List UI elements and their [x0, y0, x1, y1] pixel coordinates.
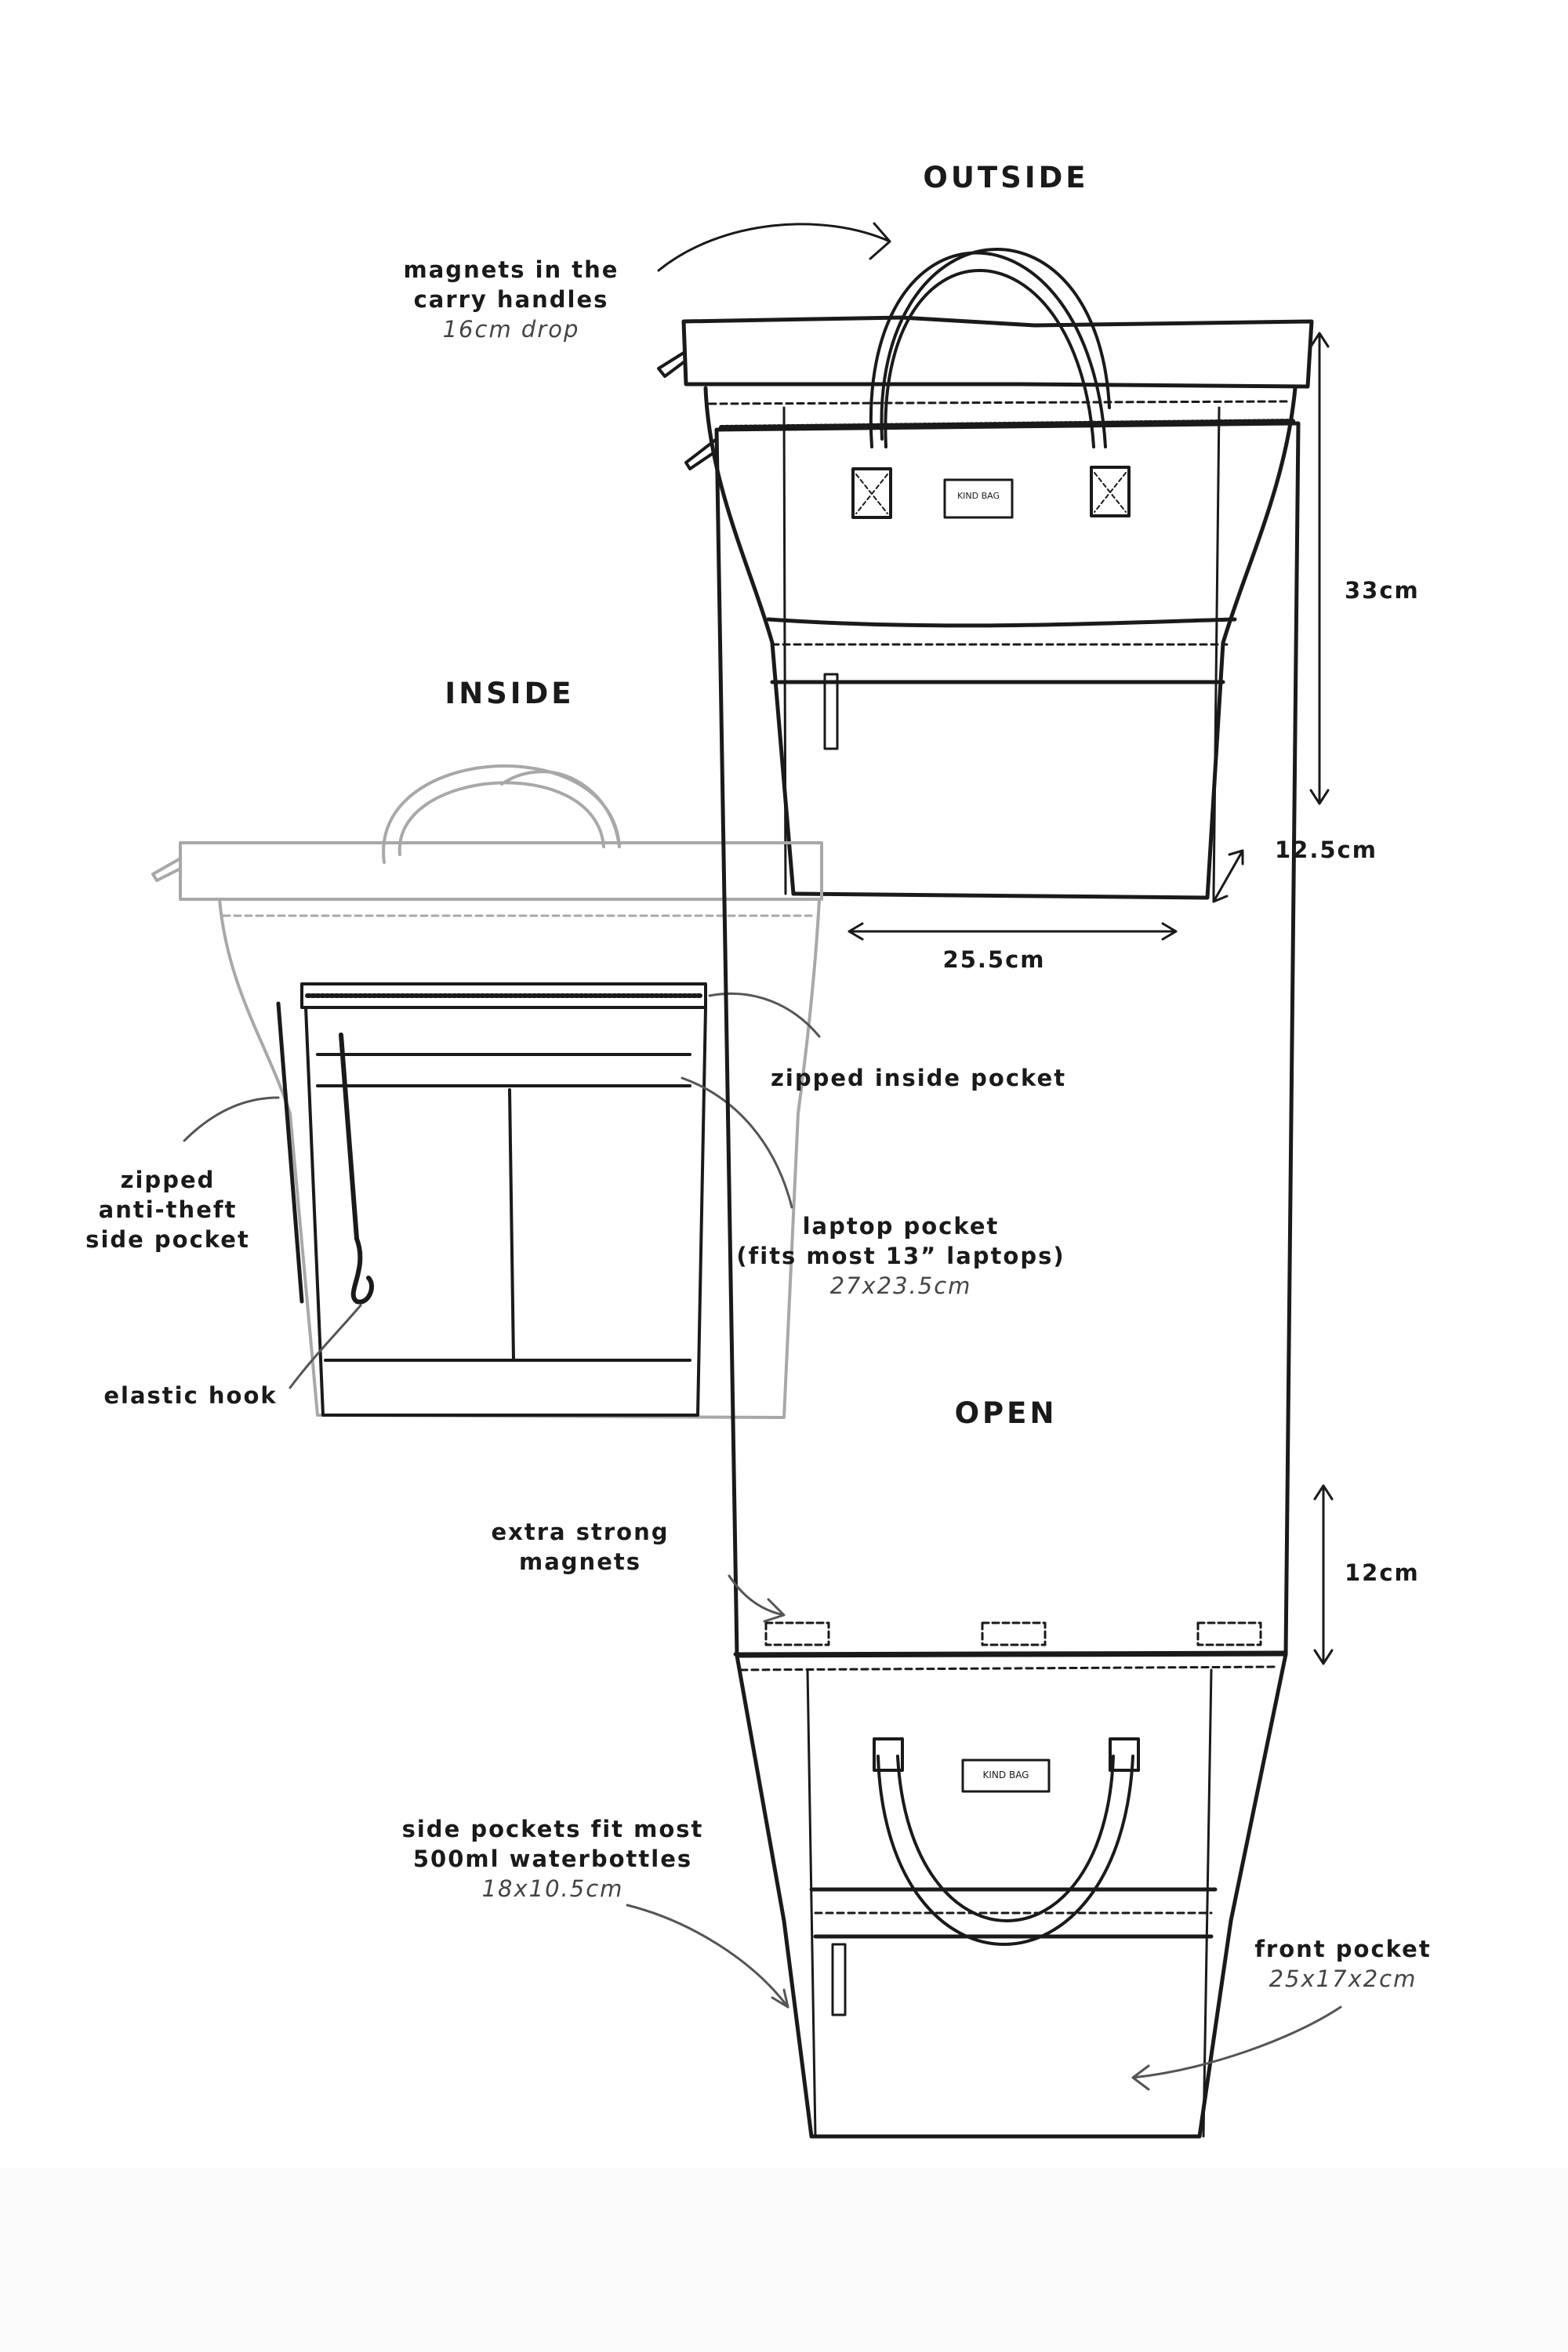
outside-handle-tab-right: [1090, 466, 1131, 517]
inside-roll-top: [179, 841, 823, 901]
outside-side-seam-left: [782, 406, 787, 895]
magnets-callout: extra strong magnets: [492, 1517, 670, 1577]
inside-bag-drawing: [151, 764, 823, 1419]
magnets-line-1: extra strong: [491, 1519, 670, 1545]
inside-zip-pull: [151, 857, 182, 882]
footer-band: [0, 2168, 1568, 2352]
outside-front-pocket-top: [766, 617, 1237, 628]
magnet-left: [764, 1621, 830, 1646]
zipped-inside-pocket-label: zipped inside pocket: [771, 1065, 1067, 1091]
elastic-hook-label: elastic hook: [103, 1382, 278, 1409]
side-pocket-line-2: anti-theft: [98, 1196, 238, 1223]
side-pockets-callout: side pockets fit most 500ml waterbottles…: [402, 1814, 704, 1904]
front-pocket-size: 25x17x2cm: [1269, 1965, 1417, 1992]
open-zip-pull: [684, 437, 718, 470]
outside-front-handle: [869, 251, 1107, 448]
inside-title: INSIDE: [445, 677, 575, 710]
magnets-arrow: [657, 222, 891, 272]
handles-label-line-2: carry handles: [413, 286, 609, 313]
open-front-pocket: [809, 1887, 1218, 1939]
open-logo-label: [961, 1759, 1051, 1793]
top-height-label: 12cm: [1345, 1559, 1420, 1586]
side-pocket-arrow: [183, 1096, 280, 1142]
handles-label-line-1: magnets in the: [403, 256, 619, 283]
laptop-pocket-line-1: laptop pocket: [802, 1213, 1000, 1240]
elastic-hook-strap: [339, 1033, 374, 1305]
elastic-hook-arrow: [289, 1304, 362, 1389]
front-pocket-label: front pocket: [1254, 1936, 1432, 1962]
side-pockets-line-2: 500ml waterbottles: [412, 1846, 693, 1872]
open-top-fold: [733, 1650, 1288, 1657]
open-bag-drawing: KIND BAG: [626, 419, 1342, 2139]
magnets-arrow-open: [728, 1574, 786, 1623]
side-pockets-arrow: [626, 1904, 789, 2009]
outside-side-seam-right: [1212, 406, 1221, 895]
depth-dimension-arrow: [1212, 849, 1244, 903]
height-label: 33cm: [1345, 577, 1420, 604]
depth-label: 12.5cm: [1275, 837, 1377, 863]
open-body: [735, 1652, 1288, 2139]
laptop-pocket-callout: laptop pocket (fits most 13” laptops) 27…: [736, 1211, 1065, 1301]
side-pocket-line-3: side pocket: [85, 1226, 250, 1253]
side-pocket-zip: [276, 1001, 304, 1304]
magnets-line-2: magnets: [519, 1548, 641, 1575]
inside-zipped-pocket: [300, 982, 707, 1009]
magnet-center: [981, 1621, 1047, 1646]
width-label: 25.5cm: [942, 946, 1046, 973]
side-pockets-line-1: side pockets fit most: [401, 1816, 704, 1842]
laptop-pocket-divider: [508, 1088, 515, 1362]
laptop-pocket-line-2: (fits most 13” laptops): [736, 1243, 1065, 1269]
magnet-right: [1196, 1621, 1262, 1646]
front-pocket-callout: front pocket 25x17x2cm: [1254, 1934, 1431, 1994]
side-pocket-line-1: zipped: [120, 1167, 216, 1193]
laptop-pocket-size: 27x23.5cm: [829, 1272, 972, 1299]
outside-bag-drawing: KIND BAG: [657, 222, 1330, 941]
handles-callout: magnets in the carry handles 16cm drop: [404, 255, 619, 344]
width-dimension-arrow: [848, 922, 1178, 941]
front-pocket-arrow: [1131, 2005, 1342, 2091]
open-handles: [877, 1755, 1134, 1946]
outside-stitch: [708, 400, 1291, 405]
open-tag: [831, 1943, 847, 2016]
inside-handles: [382, 764, 621, 864]
top-height-dimension-arrow: [1313, 1484, 1334, 1665]
logo-text-open: KIND BAG: [983, 1769, 1029, 1780]
side-pocket-callout: zipped anti-theft side pocket: [85, 1165, 250, 1254]
open-title: OPEN: [954, 1396, 1058, 1430]
side-pockets-size: 18x10.5cm: [481, 1875, 624, 1902]
logo-text: KIND BAG: [957, 491, 1000, 501]
open-top-panel: [714, 421, 1301, 1658]
outside-logo-label: [943, 478, 1014, 519]
inside-body: [218, 898, 821, 1419]
outside-body: [703, 386, 1298, 900]
outside-handle-tab-left: [851, 467, 892, 519]
laptop-pocket-top: [316, 1053, 691, 1087]
handles-drop: 16cm drop: [442, 316, 580, 343]
outside-zip-pull: [657, 351, 685, 378]
height-dimension-arrow: [1309, 332, 1330, 805]
laptop-pocket-arrow: [681, 1076, 793, 1209]
outside-front-handle-inner: [884, 269, 1095, 448]
inside-pocket-body: [304, 1006, 707, 1417]
outside-roll-top: [681, 315, 1314, 389]
outside-title: OUTSIDE: [923, 161, 1089, 194]
outside-tag: [823, 673, 839, 750]
